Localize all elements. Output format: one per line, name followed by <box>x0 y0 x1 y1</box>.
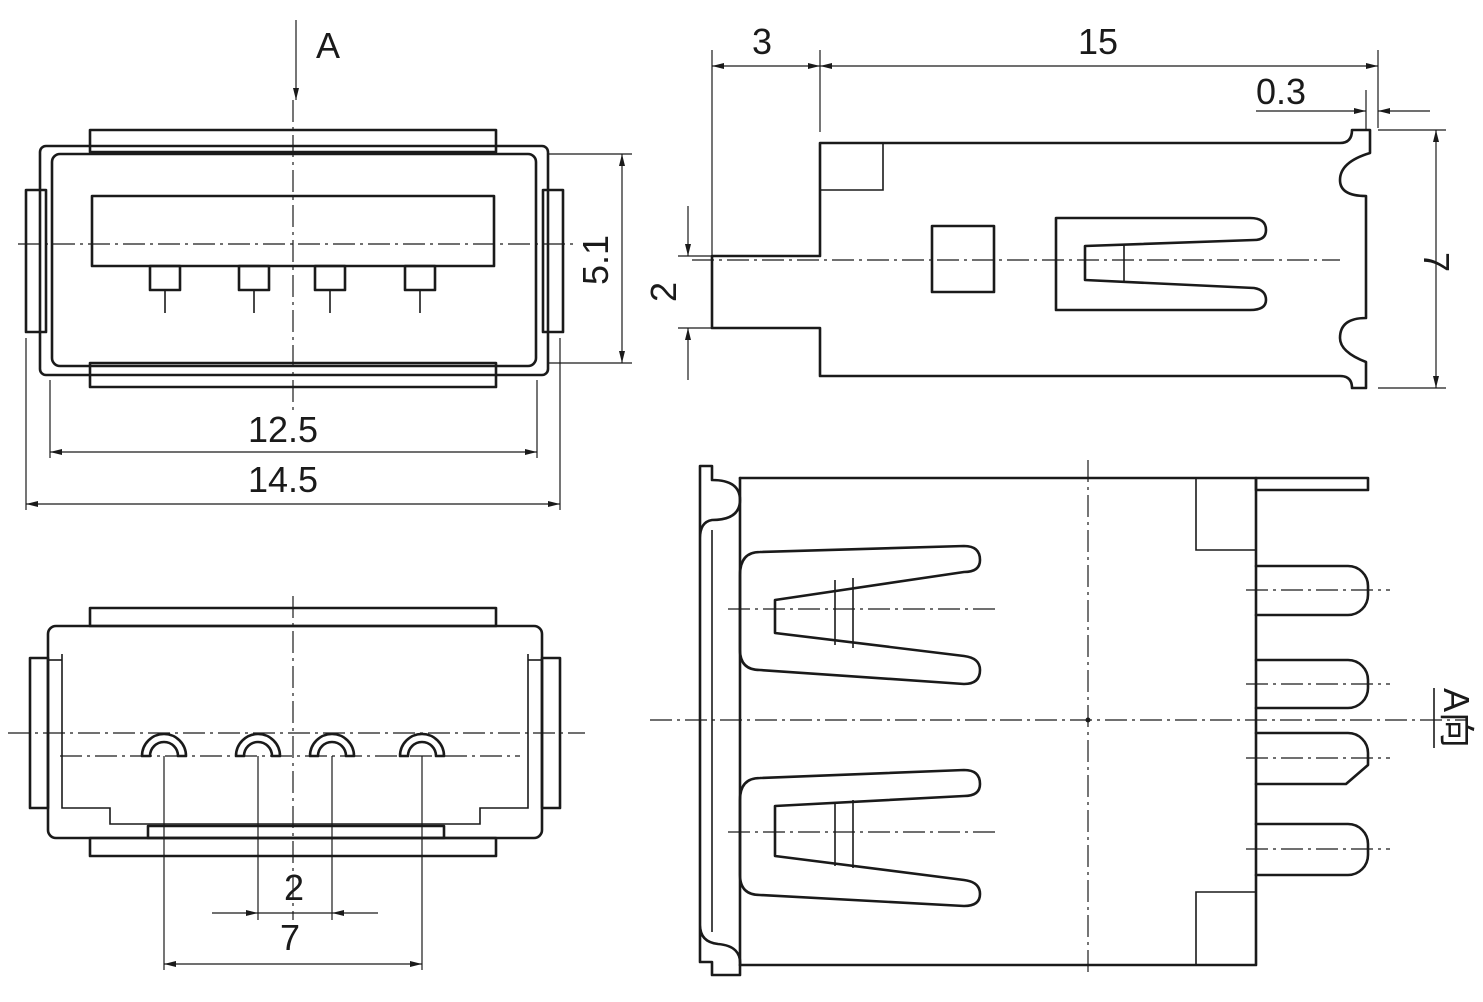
side-dimensions: 3 15 0.3 7 2 <box>643 21 1457 389</box>
rear-dimensions: 2 7 <box>164 867 422 967</box>
rear-view <box>8 596 585 970</box>
dim-side-pin-width: 2 <box>643 282 684 302</box>
dim-side-tab: 0.3 <box>1256 71 1306 112</box>
dim-front-inner-width: 12.5 <box>248 409 318 450</box>
front-dimensions: 12.5 14.5 5.1 <box>25 153 632 510</box>
front-view <box>18 100 575 410</box>
dim-rear-pitch: 2 <box>284 867 304 908</box>
dim-side-lead: 3 <box>752 21 772 62</box>
bottom-view <box>650 460 1468 977</box>
view-label-a-direction: A 向 <box>1433 688 1477 748</box>
dim-front-height: 5.1 <box>575 235 616 285</box>
view-suffix-side: 向 <box>1436 712 1477 748</box>
dim-rear-span: 7 <box>280 917 300 958</box>
side-view <box>692 128 1372 390</box>
view-direction-arrow: A <box>293 20 340 100</box>
dim-side-length: 15 <box>1078 21 1118 62</box>
view-letter-top: A <box>316 25 340 66</box>
view-letter-side: A <box>1436 688 1477 712</box>
dim-front-outer-width: 14.5 <box>248 459 318 500</box>
dim-side-height: 7 <box>1416 252 1457 272</box>
